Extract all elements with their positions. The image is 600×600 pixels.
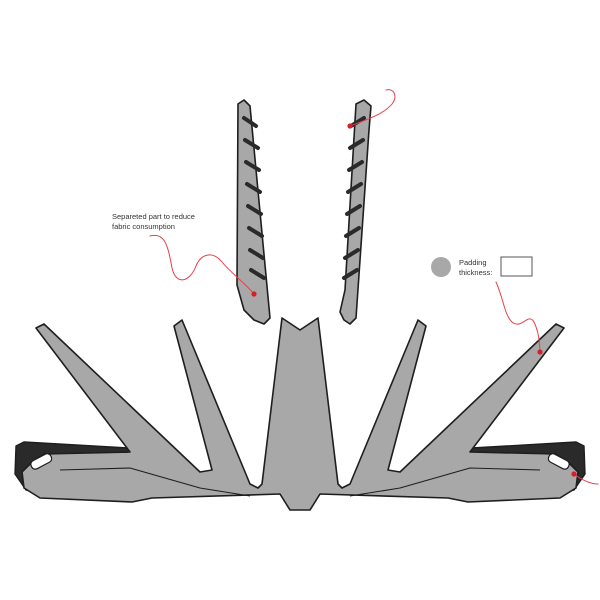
inner-contour-left: [59, 467, 251, 497]
leader-lines: [149, 89, 599, 485]
thickness-box-icon: [500, 256, 533, 277]
annotation-separated-part: Separeted part to reduce fabric consumpt…: [112, 212, 195, 231]
marker-main-pad: [537, 349, 543, 355]
markers: [251, 123, 577, 477]
annotation-separated-line1: Separeted part to reduce: [112, 212, 195, 221]
main-pad-shape: [21, 317, 579, 511]
marker-right-ear: [571, 471, 577, 477]
padding-legend: [431, 256, 533, 277]
right-strip-vents: [342, 116, 366, 280]
main-pad: [14, 317, 586, 511]
annotation-padding-thickness: Padding thickness:: [459, 258, 492, 277]
left-strip-shape: [236, 99, 271, 325]
leader-right-strip: [349, 89, 396, 127]
leader-separated-part: [149, 234, 255, 295]
right-separated-strip: [339, 99, 372, 325]
annotation-padding-line2: thickness:: [459, 267, 493, 277]
annotation-separated-line2: fabric consumption: [112, 221, 175, 231]
leader-padding: [495, 281, 541, 353]
inner-contour-right: [349, 467, 541, 497]
left-ear-slot: [30, 453, 53, 470]
left-strip-vents: [242, 116, 266, 280]
gray-circle-swatch-icon: [431, 257, 451, 277]
right-strip-shape: [339, 99, 372, 325]
left-separated-strip: [236, 99, 271, 325]
marker-left-strip: [251, 291, 257, 297]
annotation-padding-line1: Padding: [459, 258, 487, 267]
right-ear-slot: [547, 453, 570, 470]
marker-right-strip: [347, 123, 353, 129]
